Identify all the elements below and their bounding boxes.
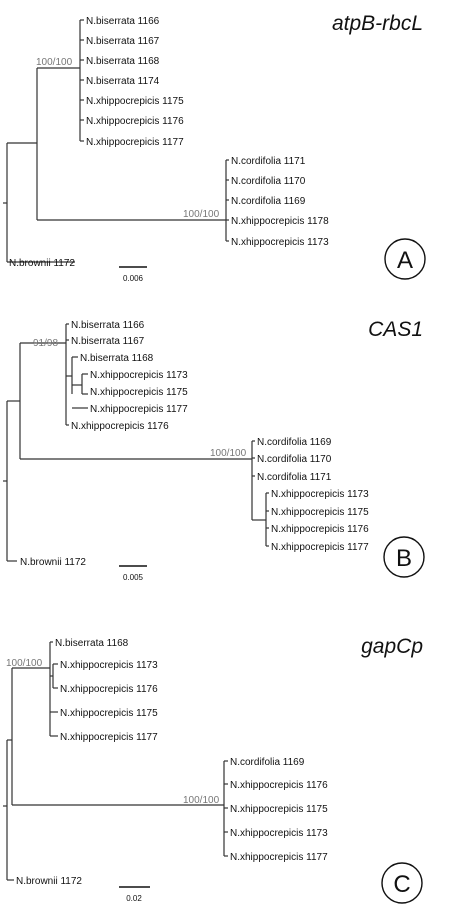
taxon-label: N.cordifolia 1170: [257, 454, 332, 465]
taxon-label: N.cordifolia 1171: [257, 472, 332, 483]
panel-badge: B: [383, 536, 425, 578]
panel-c-branches: [3, 641, 228, 881]
support-value: 100/100: [183, 795, 220, 806]
panel-badge: C: [381, 862, 423, 904]
svg-text:B: B: [396, 545, 412, 572]
taxon-label: N.xhippocrepicis 1173: [271, 489, 369, 500]
svg-text:A: A: [397, 247, 413, 274]
taxon-label: N.brownii 1172: [16, 876, 82, 887]
gene-title: CAS1: [368, 318, 423, 341]
support-value: 100/100: [183, 209, 220, 220]
taxon-label: N.xhippocrepicis 1175: [90, 387, 188, 398]
taxon-label: N.xhippocrepicis 1175: [230, 804, 328, 815]
taxon-label: N.xhippocrepicis 1175: [86, 96, 184, 107]
taxon-label: N.xhippocrepicis 1175: [271, 507, 369, 518]
taxon-label: N.cordifolia 1170: [231, 176, 306, 187]
scale-label: 0.005: [123, 573, 144, 582]
taxon-label: N.biserrata 1174: [86, 76, 160, 87]
support-value: 91/98: [33, 338, 58, 349]
taxon-label: N.brownii 1172: [9, 258, 75, 269]
panel-b: N.biserrata 1166 N.biserrata 1167 N.bise…: [3, 318, 425, 582]
scale-label: 0.02: [126, 894, 142, 903]
gene-title: atpB-rbcL: [332, 12, 423, 35]
taxon-label: N.biserrata 1168: [55, 638, 129, 649]
taxon-label: N.xhippocrepicis 1173: [230, 828, 328, 839]
taxon-label: N.biserrata 1167: [86, 36, 160, 47]
taxon-label: N.xhippocrepicis 1175: [60, 708, 158, 719]
taxon-label: N.xhippocrepicis 1176: [271, 524, 369, 535]
taxon-label: N.xhippocrepicis 1173: [90, 370, 188, 381]
taxon-label: N.xhippocrepicis 1176: [230, 780, 328, 791]
support-value: 100/100: [36, 57, 73, 68]
taxon-label: N.xhippocrepicis 1173: [231, 237, 329, 248]
taxon-label: N.cordifolia 1169: [257, 437, 332, 448]
taxon-label: N.biserrata 1168: [80, 353, 154, 364]
gene-title: gapCp: [361, 635, 423, 658]
taxon-label: N.biserrata 1166: [71, 320, 145, 331]
taxon-label: N.cordifolia 1169: [230, 757, 305, 768]
taxon-label: N.cordifolia 1171: [231, 156, 306, 167]
taxon-label: N.xhippocrepicis 1177: [60, 732, 158, 743]
taxon-label: N.biserrata 1166: [86, 16, 160, 27]
panel-a-branches: [3, 19, 229, 263]
scale-label: 0.006: [123, 274, 144, 283]
taxon-label: N.biserrata 1168: [86, 56, 160, 67]
panel-badge: A: [384, 238, 426, 280]
taxon-label: N.xhippocrepicis 1177: [90, 404, 188, 415]
taxon-label: N.xhippocrepicis 1177: [86, 137, 184, 148]
taxon-label: N.xhippocrepicis 1177: [271, 542, 369, 553]
taxon-label: N.cordifolia 1169: [231, 196, 306, 207]
taxon-label: N.xhippocrepicis 1176: [86, 116, 184, 127]
panel-b-branches: [3, 323, 269, 562]
taxon-label: N.xhippocrepicis 1177: [230, 852, 328, 863]
support-value: 100/100: [6, 658, 43, 669]
taxon-label: N.biserrata 1167: [71, 336, 145, 347]
panel-a: N.biserrata 1166 N.biserrata 1167 N.bise…: [3, 12, 426, 283]
support-value: 100/100: [210, 448, 247, 459]
taxon-label: N.brownii 1172: [20, 557, 86, 568]
taxon-label: N.xhippocrepicis 1176: [71, 421, 169, 432]
svg-text:C: C: [393, 871, 410, 898]
panel-c: N.biserrata 1168 N.xhippocrepicis 1173 N…: [3, 635, 423, 904]
taxon-label: N.xhippocrepicis 1173: [60, 660, 158, 671]
taxon-label: N.xhippocrepicis 1176: [60, 684, 158, 695]
taxon-label: N.xhippocrepicis 1178: [231, 216, 329, 227]
